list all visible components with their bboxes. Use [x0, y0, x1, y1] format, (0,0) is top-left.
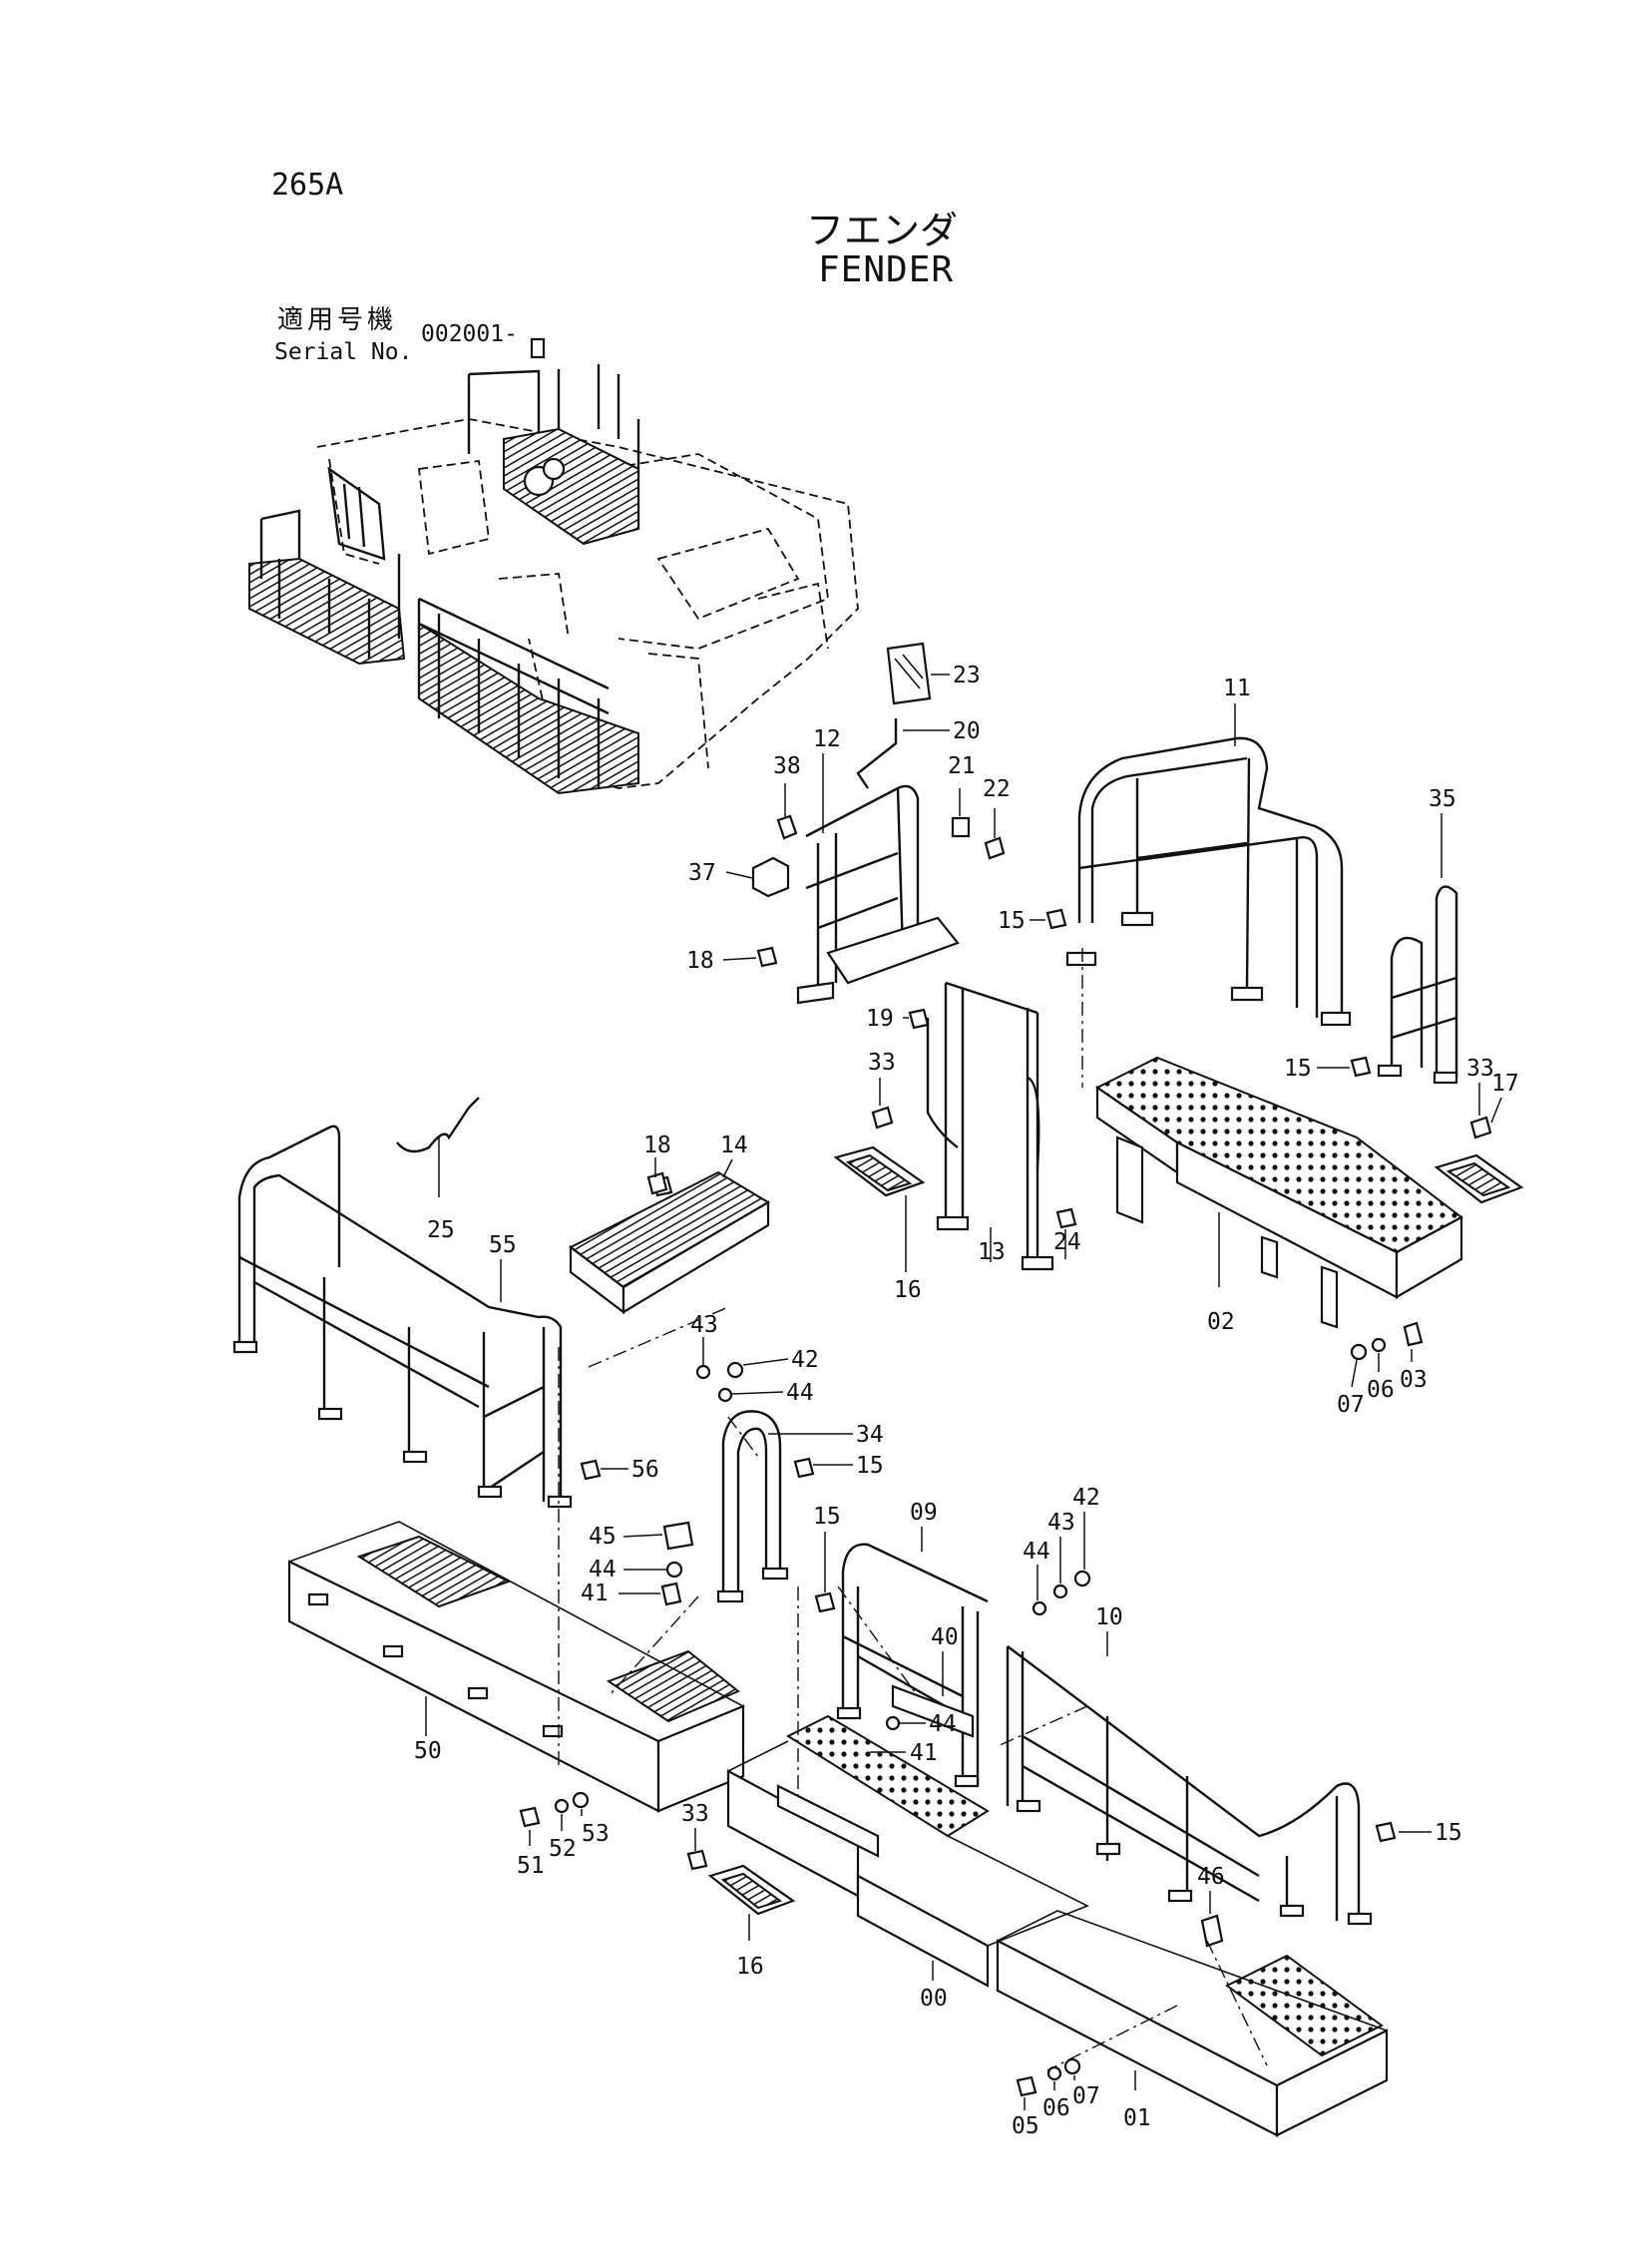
- part-01-fender-box: [996, 1910, 1389, 2137]
- callout-53: 53: [582, 1821, 610, 1847]
- callout-25: 25: [427, 1217, 455, 1243]
- part-14-step-plate: [569, 1170, 770, 1315]
- title-japanese: フエンダ: [806, 209, 959, 252]
- callout-23: 23: [953, 663, 981, 688]
- callout-43: 43: [690, 1312, 718, 1338]
- callout-11: 11: [1223, 676, 1251, 701]
- part-16-step-lower: [686, 1849, 796, 1916]
- serial-label-japanese: 適用号機: [277, 305, 398, 335]
- part-17-step: [1434, 1116, 1524, 1204]
- callout-52: 52: [549, 1836, 577, 1862]
- part-23-plate: [886, 642, 932, 705]
- callout-41: 41: [910, 1740, 938, 1766]
- machine-overview-illustration: [248, 337, 859, 795]
- callout-12: 12: [813, 726, 841, 752]
- callout-15: 15: [1284, 1056, 1312, 1082]
- callout-24: 24: [1053, 1229, 1081, 1255]
- callout-07: 07: [1072, 2083, 1100, 2109]
- part-21-22-clip-bolt: [951, 816, 1006, 860]
- part-15-bolt-a: [1045, 908, 1067, 930]
- callout-06: 06: [1042, 2095, 1070, 2121]
- callout-44: 44: [929, 1711, 957, 1737]
- part-42-43-44-nuts-washers: [695, 1361, 1091, 1731]
- callout-44: 44: [1023, 1539, 1050, 1565]
- callout-16: 16: [736, 1954, 764, 1980]
- callout-17: 17: [1491, 1071, 1519, 1097]
- part-16-step: [833, 1106, 926, 1197]
- callout-09: 09: [910, 1500, 938, 1526]
- part-50-fender-box: [287, 1521, 745, 1813]
- callout-15: 15: [1435, 1820, 1462, 1846]
- part-02-fender-box: [1095, 1056, 1463, 1329]
- callout-16: 16: [894, 1277, 922, 1303]
- callout-37: 37: [688, 860, 716, 886]
- part-34-grab-handle: [716, 1410, 815, 1603]
- part-45-56-41-44-fasteners: [580, 1459, 694, 1606]
- callout-44: 44: [589, 1557, 617, 1583]
- part-55-handrail: [232, 1125, 573, 1509]
- callout-33: 33: [681, 1801, 709, 1827]
- part-46-bolt: [1200, 1914, 1224, 1948]
- assembly-lines: [558, 948, 1268, 2071]
- part-05-06-07-fasteners: [1016, 2057, 1081, 2097]
- part-03-06-07-fasteners: [1350, 1321, 1424, 1361]
- callout-21: 21: [948, 753, 976, 779]
- part-51-52-53-fasteners: [519, 1791, 590, 1828]
- part-09-handrail: [814, 1543, 989, 1788]
- callout-02: 02: [1207, 1309, 1235, 1335]
- callout-18: 18: [686, 948, 714, 974]
- callout-20: 20: [953, 718, 981, 744]
- part-00-fender-box: [726, 1714, 1089, 1988]
- serial-number-value: 002001-: [421, 321, 518, 347]
- title-english: FENDER: [818, 249, 955, 290]
- callout-10: 10: [1095, 1604, 1123, 1630]
- callout-42: 42: [1072, 1485, 1100, 1511]
- callout-50: 50: [414, 1738, 442, 1764]
- callout-40: 40: [931, 1624, 959, 1650]
- callout-42: 42: [791, 1347, 819, 1373]
- part-25-cable: [396, 1097, 480, 1153]
- callout-22: 22: [983, 776, 1011, 802]
- serial-label-english: Serial No.: [274, 339, 413, 365]
- part-18-bolt: [756, 946, 778, 968]
- callout-41: 41: [581, 1581, 609, 1606]
- callout-56: 56: [631, 1457, 659, 1483]
- callout-18: 18: [643, 1133, 671, 1158]
- part-13-step-ladder: [908, 981, 1077, 1271]
- callout-34: 34: [856, 1422, 884, 1448]
- page-code: 265A: [271, 168, 344, 203]
- callout-03: 03: [1400, 1367, 1428, 1393]
- callout-labels: 23 20 21 22 12 38 37 18 11 35 15 15 19 3…: [414, 663, 1519, 2139]
- callout-19: 19: [866, 1006, 894, 1032]
- callout-55: 55: [489, 1232, 517, 1258]
- part-12-handrail: [796, 784, 960, 1005]
- callout-33: 33: [868, 1050, 896, 1076]
- callout-43: 43: [1047, 1510, 1075, 1536]
- callout-38: 38: [773, 753, 801, 779]
- callout-33: 33: [1466, 1056, 1494, 1082]
- part-37-38-bracket-bolt: [751, 814, 798, 898]
- part-15-bolt-b: [1350, 1056, 1372, 1078]
- callout-05: 05: [1012, 2113, 1039, 2139]
- callout-46: 46: [1197, 1864, 1225, 1890]
- part-10-handrail: [1006, 1645, 1397, 1926]
- callout-15: 15: [856, 1453, 884, 1479]
- callout-44: 44: [786, 1380, 814, 1406]
- part-20-rod: [856, 718, 898, 789]
- callout-45: 45: [589, 1524, 617, 1550]
- callout-13: 13: [978, 1239, 1006, 1265]
- callout-51: 51: [517, 1853, 545, 1879]
- part-11-handrail: [1065, 736, 1352, 1027]
- callout-01: 01: [1123, 2105, 1151, 2131]
- callout-15: 15: [813, 1504, 841, 1530]
- callout-00: 00: [920, 1986, 948, 2012]
- callout-15: 15: [998, 908, 1026, 934]
- callout-06: 06: [1367, 1377, 1395, 1403]
- callout-07: 07: [1337, 1392, 1365, 1418]
- part-40-plate: [891, 1684, 975, 1738]
- callout-14: 14: [720, 1133, 748, 1158]
- callout-35: 35: [1429, 786, 1456, 812]
- part-35-handrail: [1377, 885, 1458, 1085]
